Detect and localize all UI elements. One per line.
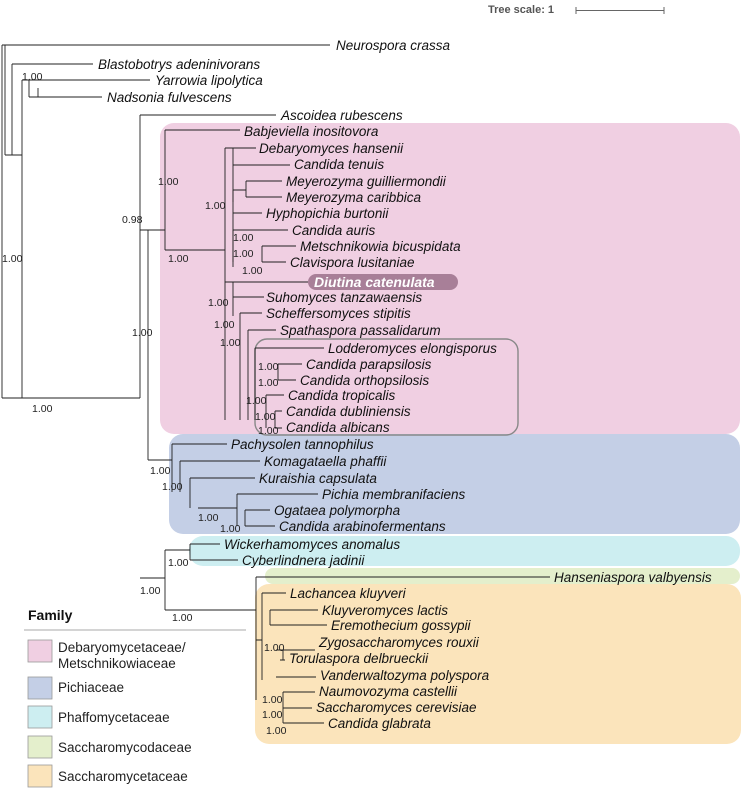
legend-title: Family (28, 607, 73, 623)
support-value: 1.00 (262, 709, 283, 721)
support-value: 1.00 (140, 585, 161, 597)
legend-label: Saccharomycetaceae (58, 769, 188, 784)
taxon-label: Scheffersomyces stipitis (266, 306, 411, 321)
taxon-label: Debaryomyces hansenii (259, 141, 404, 156)
taxon-label: Cyberlindnera jadinii (242, 553, 365, 568)
taxon-label-highlighted: Diutina catenulata (314, 274, 435, 290)
family-box-pichiaceae (169, 434, 740, 534)
taxon-label: Candida arabinofermentans (279, 519, 446, 534)
support-value: 1.00 (258, 425, 279, 437)
taxon-label: Kuraishia capsulata (259, 471, 377, 486)
taxon-label: Yarrowia lipolytica (155, 73, 263, 88)
legend-label: Metschnikowiaceae (58, 656, 176, 671)
taxon-label: Babjeviella inositovora (244, 124, 379, 139)
taxon-label: Suhomyces tanzawaensis (266, 290, 422, 305)
taxon-label: Naumovozyma castellii (319, 684, 458, 699)
legend-swatch-saccharomycetaceae (27, 764, 53, 788)
legend-swatch-saccharomycodaceae (27, 735, 53, 759)
support-value: 1.00 (32, 403, 53, 415)
taxon-label: Candida glabrata (328, 716, 431, 731)
taxon-label: Hyphopichia burtonii (266, 206, 389, 221)
taxon-label: Eremothecium gossypii (331, 618, 472, 633)
taxon-label: Torulaspora delbrueckii (289, 651, 429, 666)
taxon-label: Clavispora lusitaniae (290, 255, 415, 270)
support-value: 1.00 (132, 327, 153, 339)
diutina-highlight (308, 274, 458, 290)
family-box-phaffomycetaceae (189, 536, 740, 566)
legend-swatch-debaryomycetaceae (27, 639, 53, 663)
support-value: 1.00 (255, 411, 276, 423)
support-value: 1.00 (2, 253, 23, 265)
support-value: 1.00 (162, 481, 183, 493)
legend-swatch-phaffomycetaceae (27, 705, 53, 729)
taxon-label: Komagataella phaffii (264, 454, 387, 469)
taxon-label: Lodderomyces elongisporus (328, 341, 497, 356)
support-value: 1.00 (246, 395, 267, 407)
support-value: 1.00 (266, 725, 287, 737)
taxon-label: Candida tenuis (294, 157, 384, 172)
tree-branches (1, 44, 550, 724)
taxon-label: Candida albicans (286, 420, 390, 435)
legend-label: Debaryomycetaceae/ (58, 640, 186, 655)
taxon-label: Vanderwaltozyma polyspora (320, 668, 490, 683)
taxon-label: Ascoidea rubescens (280, 108, 403, 123)
taxon-label: Zygosaccharomyces rouxii (318, 635, 480, 650)
support-value: 1.00 (262, 694, 283, 706)
tree-scale-label: Tree scale: 1 (488, 4, 554, 16)
taxon-label: Candida tropicalis (288, 388, 396, 403)
support-value: 1.00 (233, 248, 254, 260)
support-value: 1.00 (220, 337, 241, 349)
taxon-label: Candida parapsilosis (306, 357, 432, 372)
taxon-label: Ogataea polymorpha (274, 503, 401, 518)
taxon-label: Nadsonia fulvescens (107, 90, 232, 105)
support-value: 1.00 (150, 465, 171, 477)
taxon-label: Metschnikowia bicuspidata (300, 239, 461, 254)
support-value: 1.00 (258, 377, 279, 389)
taxon-label: Kluyveromyces lactis (322, 603, 448, 618)
support-value: 1.00 (172, 612, 193, 624)
taxon-label: Lachancea kluyveri (290, 586, 407, 601)
taxon-label: Pichia membranifaciens (322, 487, 466, 502)
legend-swatch-pichiaceae (27, 676, 53, 700)
support-values: 1.00 1.00 1.00 0.98 1.00 1.00 1.00 1.00 … (2, 71, 287, 737)
taxon-label: Saccharomyces cerevisiae (316, 700, 477, 715)
taxon-label: Neurospora crassa (336, 38, 451, 53)
support-value: 1.00 (264, 642, 285, 654)
taxon-label: Spathaspora passalidarum (280, 323, 441, 338)
taxon-label: Wickerhamomyces anomalus (224, 537, 400, 552)
taxon-label: Meyerozyma caribbica (286, 190, 422, 205)
legend-label: Phaffomycetaceae (58, 710, 170, 725)
taxa-labels: Neurospora crassa Blastobotrys adeninivo… (98, 38, 712, 731)
taxon-label: Blastobotrys adeninivorans (98, 57, 260, 72)
support-value: 1.00 (168, 557, 189, 569)
tree-scale-bar (575, 7, 665, 14)
support-value: 1.00 (258, 361, 279, 373)
legend: Family Debaryomycetaceae/ Metschnikowiac… (24, 607, 246, 788)
taxon-label: Candida dubliniensis (286, 404, 411, 419)
legend-label: Pichiaceae (58, 680, 124, 695)
taxon-label: Meyerozyma guilliermondii (286, 174, 447, 189)
support-value: 1.00 (22, 71, 43, 83)
family-box-saccharomycodaceae (265, 568, 740, 584)
taxon-label: Hanseniaspora valbyensis (554, 570, 712, 585)
support-value: 1.00 (198, 512, 219, 524)
support-value: 1.00 (233, 232, 254, 244)
support-value: 1.00 (205, 200, 226, 212)
taxon-label: Candida auris (292, 223, 376, 238)
support-value: 1.00 (168, 253, 189, 265)
support-value: 0.98 (122, 214, 143, 226)
taxon-label: Pachysolen tannophilus (231, 437, 374, 452)
family-box-saccharomycetaceae (255, 584, 741, 744)
support-value: 1.00 (214, 319, 235, 331)
support-value: 1.00 (208, 297, 229, 309)
legend-label: Saccharomycodaceae (58, 740, 192, 755)
taxon-label: Candida orthopsilosis (300, 373, 429, 388)
support-value: 1.00 (242, 265, 263, 277)
support-value: 1.00 (220, 523, 241, 535)
support-value: 1.00 (158, 176, 179, 188)
